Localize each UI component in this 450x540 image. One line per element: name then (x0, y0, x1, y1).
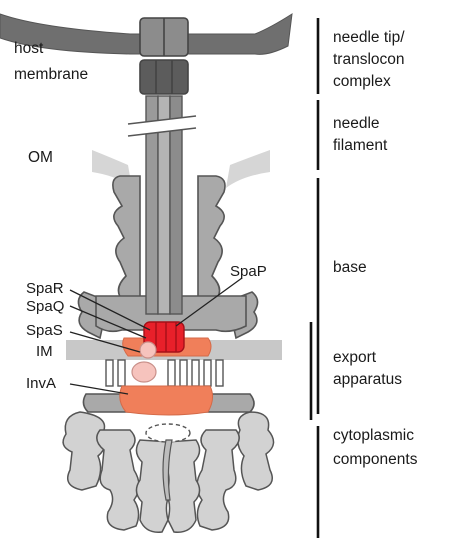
im-ring-spokes (106, 360, 223, 386)
label-needle-tip-complex: needle tip/ translocon complex (333, 29, 409, 90)
label-spas: SpaS (26, 322, 63, 339)
cytoplasmic-dashed-ring (146, 424, 190, 442)
spas-protein (132, 362, 156, 382)
bracket-bars (311, 18, 318, 538)
label-spaq: SpaQ (26, 298, 64, 315)
outer-membrane-band-right (226, 150, 270, 188)
label-spap: SpaP (230, 263, 267, 280)
label-inva: InvA (26, 375, 56, 392)
label-spar: SpaR (26, 280, 64, 297)
spas-protein-small (140, 342, 156, 358)
needle-tip-complex (140, 18, 188, 94)
label-needle-filament: needle filament (333, 115, 388, 154)
label-om: OM (28, 149, 53, 166)
label-im: IM (36, 343, 53, 360)
label-base: base (333, 259, 367, 276)
label-cytoplasmic-components: cytoplasmic components (333, 427, 418, 468)
label-export-apparatus: export apparatus (333, 349, 402, 388)
